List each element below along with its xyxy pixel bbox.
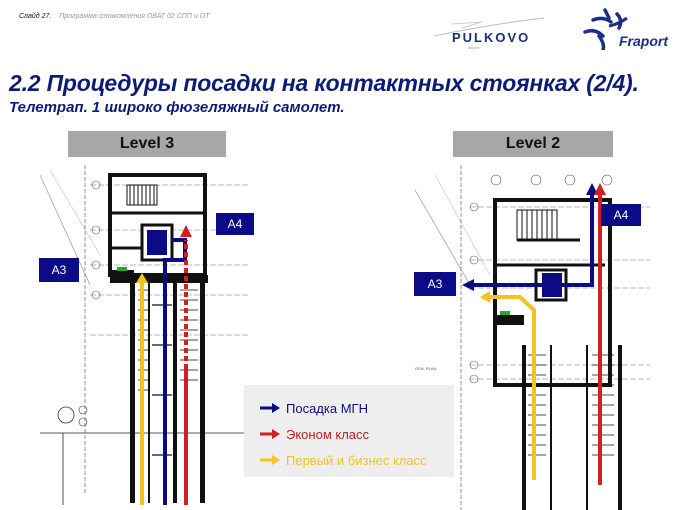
badge-a3-level2: A3 — [414, 272, 456, 296]
legend: Посадка МГН Эконом класс Первый и бизнес… — [244, 385, 454, 477]
yellow-arrow-icon — [260, 455, 280, 465]
page-title: 2.2 Процедуры посадки на контактных стоя… — [9, 70, 639, 96]
slide-number: Слайд 27. — [19, 13, 52, 20]
svg-text:Fraport: Fraport — [619, 33, 669, 49]
level-2-floor-plan: GEN. PLAN — [414, 165, 650, 510]
legend-item-mgn: Посадка МГН — [260, 395, 454, 421]
svg-text:GEN. PLAN: GEN. PLAN — [415, 366, 436, 371]
legend-label-business: Первый и бизнес класс — [286, 452, 427, 468]
legend-item-business: Первый и бизнес класс — [260, 447, 454, 473]
page-subtitle: Телетрап. 1 широко фюзеляжный самолет. — [9, 99, 345, 116]
program-label: Программа ознакомления ОВАТ 02 СПП и ОТ — [59, 13, 210, 20]
legend-item-economy: Эконом класс — [260, 421, 454, 447]
red-arrow-icon — [260, 429, 280, 439]
level-2-header: Level 2 — [453, 131, 613, 157]
legend-label-economy: Эконом класс — [286, 426, 370, 442]
legend-label-mgn: Посадка МГН — [286, 400, 368, 416]
pulkovo-logo: PULKOVO airport — [433, 17, 545, 50]
svg-text:PULKOVO: PULKOVO — [452, 30, 530, 45]
level-3-floor-plan — [39, 165, 260, 505]
level-3-header: Level 3 — [68, 131, 226, 157]
badge-a4-level2: A4 — [601, 204, 641, 226]
fraport-logo: Fraport — [583, 8, 669, 50]
blue-arrow-icon — [260, 403, 280, 413]
svg-text:airport: airport — [468, 45, 480, 50]
badge-a3-level3: A3 — [39, 258, 79, 282]
badge-a4-level3: A4 — [216, 213, 254, 235]
slide-header: Слайд 27. Программа ознакомления ОВАТ 02… — [19, 13, 209, 20]
